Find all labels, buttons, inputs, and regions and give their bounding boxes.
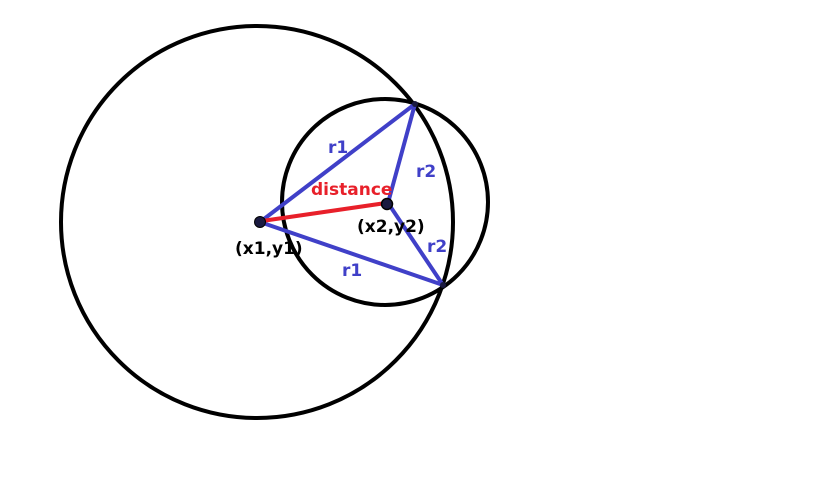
- circle-1: [59, 24, 455, 420]
- label-r1-upper: r1: [328, 138, 348, 158]
- radius-r1-lower: [258, 220, 445, 287]
- intersection-point-upper: [412, 101, 418, 107]
- label-center-1: (x1,y1): [235, 239, 303, 259]
- label-r2-lower: r2: [427, 237, 447, 257]
- label-center-2: (x2,y2): [357, 217, 425, 237]
- radius-r1-upper: [258, 102, 417, 224]
- intersection-point-lower: [440, 282, 446, 288]
- radius-r2-upper: [386, 102, 417, 205]
- distance-line: [260, 201, 388, 223]
- label-r2-upper: r2: [416, 162, 436, 182]
- center-point-2: [380, 197, 394, 211]
- label-r1-lower: r1: [342, 261, 362, 281]
- center-point-1: [254, 216, 266, 228]
- label-distance: distance: [311, 180, 392, 200]
- radius-r2-lower: [386, 201, 445, 287]
- circle-2: [280, 97, 490, 307]
